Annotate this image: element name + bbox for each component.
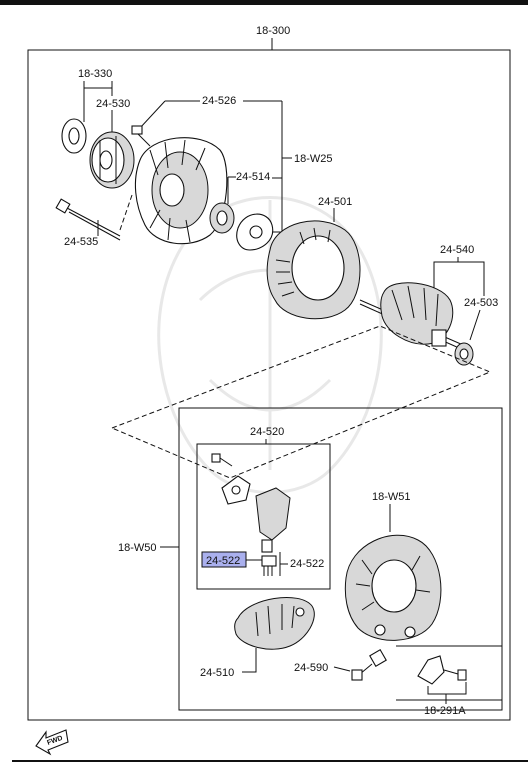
label-24-540: 24-540 — [440, 244, 474, 256]
terminal-bolt-leader — [333, 666, 351, 672]
label-24-535: 24-535 — [64, 236, 98, 248]
label-24-526: 24-526 — [202, 95, 236, 107]
pulley — [89, 131, 135, 189]
brush-holder-cover — [221, 475, 251, 505]
spring-leader — [279, 552, 288, 576]
label-24-522-brush[interactable]: 24-522 — [206, 555, 240, 567]
label-18-291A: 18-291A — [424, 705, 466, 717]
fwd-arrow-icon: FWD — [35, 729, 69, 756]
through-bolt — [55, 198, 121, 241]
label-24-510: 24-510 — [200, 667, 234, 679]
brush-holder-frame — [196, 443, 331, 590]
rotor — [359, 282, 471, 353]
label-18-330: 18-330 — [78, 68, 112, 80]
brush-holder-screw — [211, 453, 233, 467]
label-24-590: 24-590 — [294, 662, 328, 674]
rotor-bracket — [433, 261, 485, 296]
pulley-group-bracket — [83, 81, 113, 89]
label-18-W25: 18-W25 — [294, 153, 333, 165]
label-24-520: 24-520 — [250, 426, 284, 438]
label-24-530: 24-530 — [96, 98, 130, 110]
bracket-kit-bracket — [272, 101, 283, 233]
stator — [266, 220, 361, 320]
label-24-501: 24-501 — [318, 196, 352, 208]
assembly-frame — [27, 49, 511, 721]
rectifier-leader — [242, 648, 257, 673]
rear-bearing — [454, 342, 474, 366]
bottom-rule — [12, 760, 528, 762]
label-24-522-spring: 24-522 — [290, 558, 324, 570]
rear-assembly-frame — [178, 407, 503, 711]
rear-cover — [344, 534, 442, 641]
front-bracket-leader-b — [139, 100, 166, 129]
through-bolt-guide — [119, 194, 133, 231]
rectifier — [234, 597, 315, 650]
stay-bracket-leader — [427, 682, 467, 695]
watermark-emblem — [157, 196, 383, 494]
label-24-514: 24-514 — [236, 171, 270, 183]
bearing-retainer-plate — [236, 213, 274, 251]
brush-holder — [255, 487, 291, 576]
pulley-washer — [61, 118, 87, 154]
label-18-W50: 18-W50 — [118, 542, 157, 554]
stay-bracket — [417, 655, 467, 685]
label-24-503: 24-503 — [464, 297, 498, 309]
top-rule — [0, 0, 528, 5]
front-bracket — [134, 137, 228, 245]
stay-inset-frame — [396, 645, 503, 701]
label-18-W51: 18-W51 — [372, 491, 411, 503]
front-bearing — [209, 202, 235, 234]
bracket-screw — [131, 125, 151, 147]
rear-bearing-leader — [469, 309, 481, 341]
terminal-bolt — [351, 649, 387, 681]
mating-guide — [110, 325, 492, 479]
label-18-300: 18-300 — [256, 25, 290, 37]
